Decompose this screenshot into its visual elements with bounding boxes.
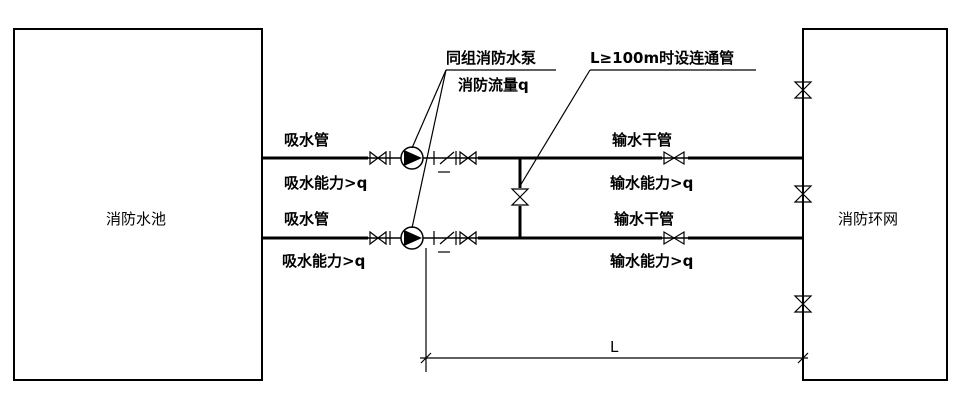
gate-valve-1a — [369, 150, 387, 166]
fire-ring-network-label: 消防环网 — [838, 210, 898, 228]
bypass-leader — [519, 69, 591, 187]
check-valve-2 — [439, 231, 455, 245]
pump-note-line2: 消防流量q — [458, 76, 529, 94]
pump-2-arrow — [404, 230, 422, 246]
fire-pool-label: 消防水池 — [106, 210, 166, 228]
branch-2-equipment — [368, 226, 478, 253]
dimension-label: L — [610, 338, 619, 356]
main-title-1: 输水干管 — [612, 131, 672, 149]
suction-title-1: 吸水管 — [284, 131, 329, 149]
pump-1-arrow — [404, 150, 422, 166]
main-capacity-1: 输水能力>q — [610, 174, 693, 192]
bypass-valve — [510, 188, 530, 206]
fire-ring-network-box — [802, 28, 948, 381]
suction-capacity-1: 吸水能力>q — [284, 174, 367, 192]
main-valve-2 — [662, 230, 688, 246]
ring-valve-bottom — [793, 295, 813, 313]
main-capacity-2: 输水能力>q — [610, 252, 693, 270]
branch-1-equipment — [368, 146, 478, 173]
check-valve-1 — [439, 151, 455, 165]
pump-leader-2 — [411, 69, 447, 229]
dimension-tick-right — [797, 352, 809, 364]
ring-valve-middle — [793, 185, 813, 203]
fire-pool-box — [13, 28, 263, 381]
main-title-2: 输水干管 — [614, 210, 674, 228]
pump-leader-1 — [411, 69, 447, 149]
suction-capacity-2: 吸水能力>q — [282, 252, 365, 270]
pump-note-line1: 同组消防水泵 — [446, 49, 536, 67]
ring-valve-top — [793, 81, 813, 99]
suction-title-2: 吸水管 — [284, 210, 329, 228]
gate-valve-1b — [459, 150, 477, 166]
main-valve-1 — [662, 150, 688, 166]
gate-valve-2a — [369, 230, 387, 246]
bypass-note: L≥100m时设连通管 — [590, 49, 734, 67]
dimension-tick-left — [420, 352, 432, 364]
gate-valve-2b — [459, 230, 477, 246]
